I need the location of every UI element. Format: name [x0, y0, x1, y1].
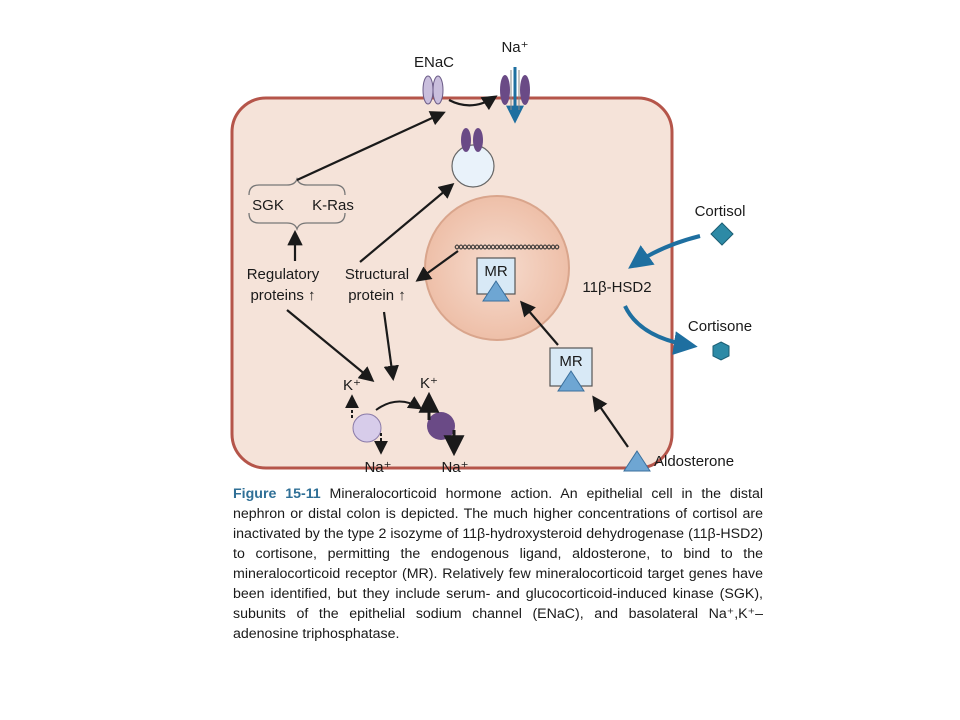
aldosterone-nucleus-triangle	[482, 280, 510, 302]
structural-label-line2: protein ↑	[348, 287, 406, 304]
na-left-label: Na⁺	[364, 459, 391, 476]
pump-active	[427, 412, 455, 440]
vesicle-channel-right	[473, 128, 483, 152]
vesicle-channel-left	[461, 128, 471, 152]
na-right-label: Na⁺	[441, 459, 468, 476]
structural-to-pump-arrow	[382, 311, 399, 382]
aldosterone-cytoplasm-triangle	[557, 370, 585, 392]
kras-label: K-Ras	[312, 197, 354, 214]
enac-insertion-arrow	[448, 95, 498, 111]
enac-label: ENaC	[414, 54, 454, 71]
aldosterone-to-mr-arrow	[592, 395, 629, 448]
cortisol-inactivation-arrow	[628, 234, 701, 269]
figure-caption: Figure 15-11 Mineralocorticoid hormone a…	[233, 484, 763, 644]
active-channel-right	[520, 75, 530, 105]
cortisone-hexagon	[712, 341, 730, 361]
active-channel-left	[500, 75, 510, 105]
nucleus-to-structural-arrow	[415, 250, 459, 282]
cortisone-label: Cortisone	[688, 318, 752, 335]
caption-text: Mineralocorticoid hormone action. An epi…	[233, 486, 764, 642]
hsd2-label: 11β-HSD2	[582, 279, 651, 296]
aldosterone-triangle	[623, 450, 651, 472]
structural-label-line1: Structural	[345, 266, 409, 283]
cortisone-output-arrow	[623, 305, 698, 355]
regulatory-label-line1: Regulatory	[247, 266, 320, 283]
pump-activation-arrow	[375, 396, 423, 411]
mr-cytoplasm-label: MR	[559, 353, 582, 370]
na-top-label: Na⁺	[501, 39, 528, 56]
k-left-label: K⁺	[343, 377, 361, 394]
k-right-label: K⁺	[420, 375, 438, 392]
enac-channel-right	[432, 75, 444, 105]
mineralocorticoid-diagram: MR ENaC Na⁺ SGK K-Ras Regulatory protein…	[230, 39, 752, 476]
cortisol-label: Cortisol	[695, 203, 746, 220]
figure-label: Figure 15-11	[233, 486, 321, 502]
mr-to-nucleus-arrow	[519, 300, 559, 346]
sgk-label: SGK	[252, 197, 284, 214]
regulatory-label-line2: proteins ↑	[250, 287, 315, 304]
mr-nucleus-label: MR	[484, 263, 507, 280]
sgk-to-enac-arrow	[296, 111, 446, 181]
vesicle	[451, 144, 495, 188]
regulatory-to-pump-arrow	[286, 309, 375, 382]
structural-to-vesicle-arrow	[359, 183, 455, 263]
enac-channel-left	[422, 75, 434, 105]
cortisol-diamond	[710, 222, 734, 246]
sgk-brace-bottom	[248, 212, 346, 232]
pump-inactive	[352, 413, 382, 443]
aldosterone-label: Aldosterone	[654, 453, 734, 470]
